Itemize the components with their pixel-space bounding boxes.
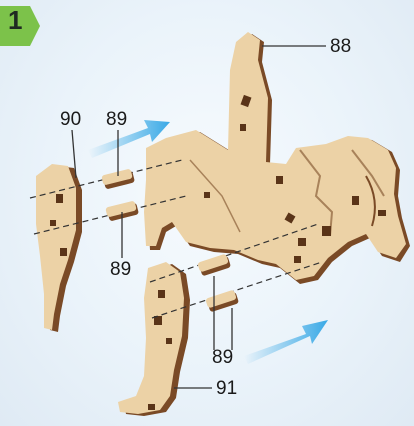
step-number: 1	[8, 5, 22, 36]
callout-right-leg: 91	[216, 379, 237, 398]
left-leg-piece	[36, 164, 82, 332]
arrow-right-icon	[244, 320, 328, 364]
horse-body-piece	[144, 32, 410, 284]
callout-peg-right: 89	[212, 348, 233, 367]
callout-rider-head: 88	[330, 37, 351, 56]
peg-right-bottom	[205, 290, 239, 313]
callout-peg-bottom-left: 89	[110, 260, 131, 279]
callout-peg-top-left: 89	[106, 110, 127, 129]
callout-left-leg: 90	[60, 110, 81, 129]
right-leg-piece	[118, 262, 190, 416]
peg-right-top	[197, 254, 231, 277]
